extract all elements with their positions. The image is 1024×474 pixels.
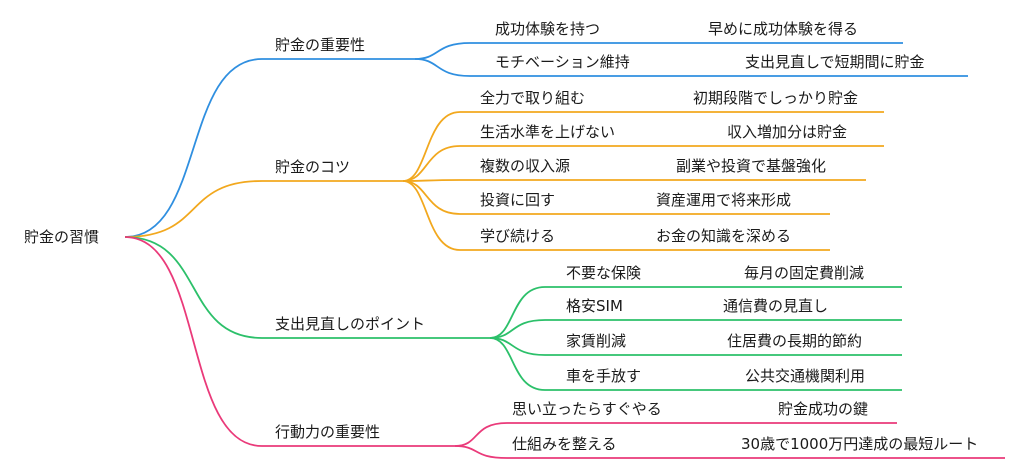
detail-label: 早めに成功体験を得る	[708, 20, 859, 38]
child-label: 学び続ける	[480, 227, 556, 245]
child-label: 仕組みを整える	[512, 435, 617, 453]
mindmap-edges	[124, 42, 1005, 459]
branch-edge	[124, 236, 263, 447]
child-edge	[402, 180, 461, 251]
detail-label: 初期段階でしっかり貯金	[693, 89, 859, 107]
branch-label: 支出見直しのポイント	[275, 315, 426, 333]
child-edge	[402, 179, 461, 182]
detail-label: 収入増加分は貯金	[727, 123, 848, 141]
child-edge	[402, 180, 461, 215]
child-label: モチベーション維持	[495, 53, 630, 71]
detail-label: 30歳で1000万円達成の最短ルート	[741, 435, 979, 453]
child-label: 格安SIM	[566, 297, 623, 315]
child-edge	[489, 319, 546, 339]
detail-label: 毎月の固定費削減	[744, 264, 865, 282]
detail-label: 住居費の長期的節約	[727, 332, 863, 350]
child-label: 生活水準を上げない	[480, 123, 616, 141]
child-label: 思い立ったらすぐやる	[512, 400, 662, 418]
detail-label: 資産運用で将来形成	[656, 191, 792, 209]
child-edge	[454, 445, 508, 459]
branch-edge	[124, 58, 263, 238]
detail-label: 貯金成功の鍵	[778, 400, 869, 418]
child-edge	[489, 337, 546, 391]
child-edge	[414, 42, 471, 60]
detail-label: 副業や投資で基盤強化	[676, 157, 827, 175]
detail-label: お金の知識を深める	[656, 227, 792, 245]
child-label: 投資に回す	[480, 191, 556, 209]
child-label: 車を手放す	[566, 367, 642, 385]
child-label: 不要な保険	[566, 264, 642, 282]
detail-label: 通信費の見直し	[723, 297, 829, 315]
branch-label: 行動力の重要性	[275, 423, 381, 441]
branch-edge	[124, 180, 263, 238]
child-edge	[489, 286, 546, 339]
branch-label: 貯金の重要性	[275, 36, 366, 54]
child-label: 複数の収入源	[480, 157, 571, 175]
child-edge	[414, 58, 471, 77]
branch-edge	[124, 236, 263, 339]
child-edge	[402, 145, 461, 182]
detail-label: 公共交通機関利用	[745, 367, 866, 385]
child-edge	[454, 422, 508, 447]
child-label: 全力で取り組む	[480, 89, 586, 107]
detail-label: 支出見直しで短期間に貯金	[745, 53, 925, 71]
child-edge	[402, 111, 461, 182]
child-label: 成功体験を持つ	[495, 20, 601, 38]
root-node: 貯金の習慣	[24, 228, 100, 246]
branch-label: 貯金のコツ	[275, 158, 351, 176]
child-label: 家賃削減	[566, 332, 627, 350]
